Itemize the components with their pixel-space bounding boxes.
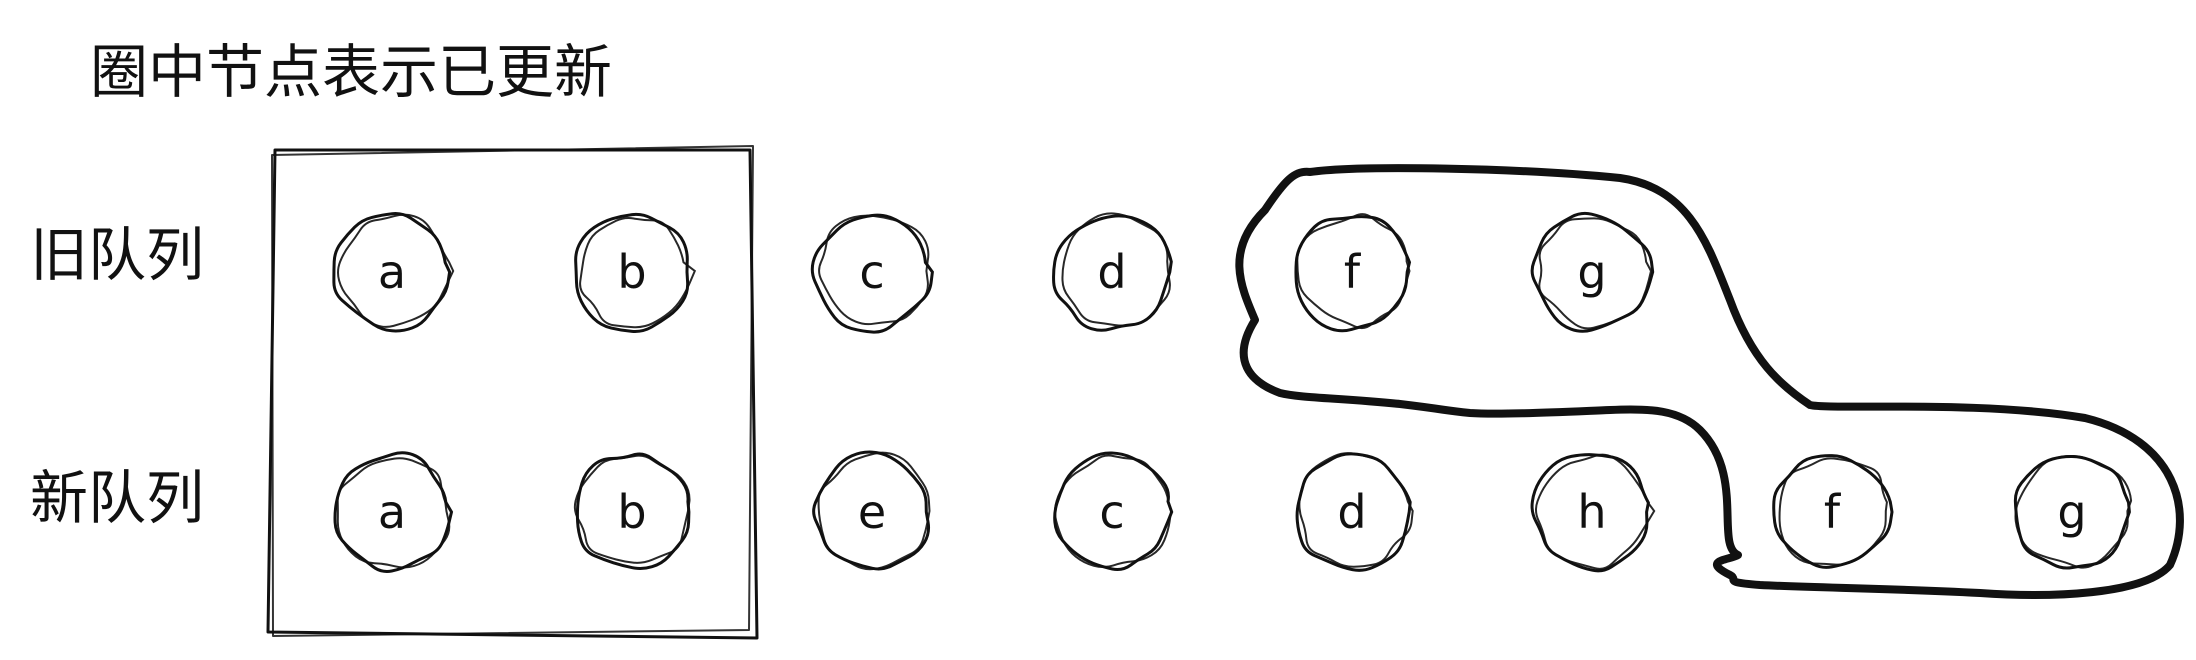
old-queue-node-a: a [332, 212, 455, 333]
node-label: d [1337, 485, 1366, 539]
new-queue-node-g: g [2013, 454, 2133, 570]
old-queue-node-d: d [1052, 212, 1173, 332]
node-circle-sketch [579, 217, 697, 329]
nodes-layer: a b c d f g a b e c d h f g [332, 211, 2133, 573]
node-circle-sketch [573, 454, 691, 564]
node-label: c [1099, 485, 1124, 539]
node-label: d [1097, 245, 1126, 299]
node-circle-sketch [1538, 217, 1653, 330]
node-circle [812, 450, 931, 571]
node-label: c [859, 245, 884, 299]
node-circle-sketch [1054, 454, 1173, 569]
node-circle [810, 213, 934, 334]
node-circle-sketch [1535, 453, 1656, 570]
node-label: g [2057, 485, 2086, 539]
node-circle-sketch [1296, 213, 1411, 330]
node-label: f [1824, 485, 1842, 539]
diagram-title: 圈中节点表示已更新 [90, 38, 612, 106]
node-circle-sketch [1061, 212, 1171, 327]
node-label: b [617, 245, 646, 299]
node-label: b [617, 485, 646, 539]
node-label: g [1577, 245, 1606, 299]
node-circle [333, 451, 454, 573]
new-queue-node-h: h [1530, 453, 1656, 573]
updated-tail-blob [1235, 164, 2184, 599]
new-queue-node-f: f [1772, 454, 1894, 569]
old-queue-node-b: b [574, 212, 697, 334]
node-circle-sketch [2014, 454, 2133, 569]
old-queue-node-g: g [1530, 211, 1655, 333]
new-queue-node-d: d [1295, 452, 1414, 572]
new-queue-node-c: c [1053, 451, 1174, 572]
row-label-old-queue: 旧队列 [30, 221, 204, 289]
common-prefix-box [266, 145, 759, 640]
old-queue-node-f: f [1294, 213, 1412, 333]
node-label: a [378, 245, 406, 299]
node-circle [574, 212, 690, 334]
node-circle-sketch [1778, 457, 1888, 566]
node-circle-sketch [1298, 452, 1414, 568]
node-label: e [858, 485, 886, 539]
node-circle [575, 452, 691, 570]
row-label-new-queue: 新队列 [30, 464, 204, 532]
new-queue-node-e: e [812, 450, 931, 571]
old-queue-node-c: c [810, 213, 934, 334]
node-circle-sketch [337, 213, 455, 328]
node-circle-sketch [818, 214, 930, 326]
node-label: f [1344, 245, 1362, 299]
node-label: h [1577, 485, 1606, 539]
new-queue-node-a: a [333, 451, 454, 573]
node-circle [332, 212, 452, 333]
node-label: a [378, 485, 406, 539]
node-circle [1053, 451, 1174, 572]
new-queue-node-b: b [573, 452, 691, 570]
node-circle-sketch [817, 451, 931, 571]
node-circle-sketch [336, 457, 451, 569]
